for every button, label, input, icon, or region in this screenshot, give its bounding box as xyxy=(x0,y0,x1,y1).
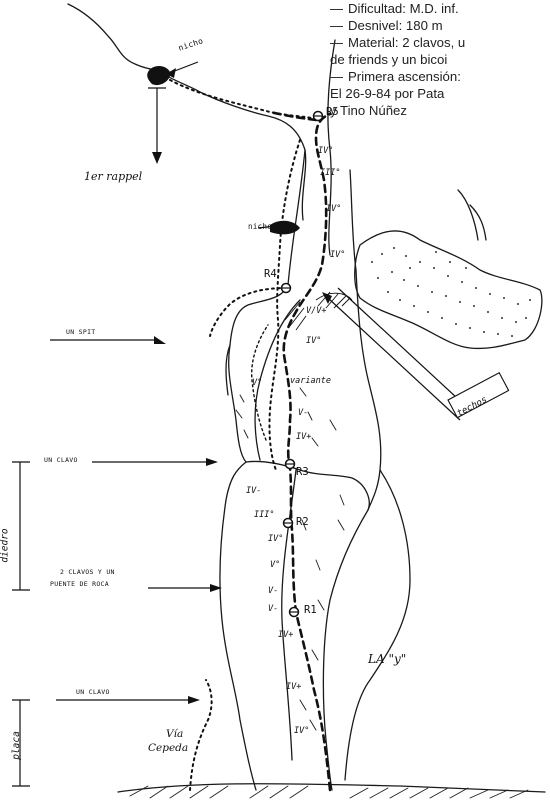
label-via-cepeda: Cepeda xyxy=(148,742,188,754)
techos-arrow-2 xyxy=(338,288,470,410)
route-info: Dificultad: M.D. inf. Desnivel: 180 m Ma… xyxy=(330,0,550,119)
label-dos-clavos-2: PUENTE DE ROCA xyxy=(50,580,109,588)
info-line-gear: Material: 2 clavos, u xyxy=(330,34,550,51)
grade-label: V° xyxy=(270,560,280,570)
pillar-right-outline-2 xyxy=(345,470,410,780)
grade-label: IV+ xyxy=(278,630,293,640)
info-line-elevation: Desnivel: 180 m xyxy=(330,17,550,34)
grade-label: V° xyxy=(252,378,262,388)
label-un-clavo-bottom: UN CLAVO xyxy=(76,688,110,696)
grade-label: IV° xyxy=(330,250,345,260)
grade-label: IV° xyxy=(294,726,309,736)
small-cone-2 xyxy=(470,205,486,240)
small-cone xyxy=(458,190,478,240)
label-via: Vía xyxy=(166,728,183,740)
label-diedro: diedro xyxy=(0,528,11,562)
label-un-clavo-top: UN CLAVO xyxy=(44,456,78,464)
lower-pillar-left xyxy=(220,462,256,790)
grade-label: V- xyxy=(268,586,278,596)
grade-label: V- xyxy=(298,408,308,418)
techos-arrow xyxy=(328,298,460,420)
grade-label: IV° xyxy=(306,336,321,346)
info-line-climbers: y Tino Núñez xyxy=(330,102,550,119)
nicho-top-hole xyxy=(147,66,170,85)
descent-bottom-left xyxy=(190,680,212,790)
grade-label: IV+ xyxy=(296,432,311,442)
grade-label: III° xyxy=(254,510,274,520)
techos-block xyxy=(355,231,542,349)
relay-r2-label: R2 xyxy=(296,516,309,528)
descent-top xyxy=(170,80,312,118)
nicho-top-arrow xyxy=(172,62,198,72)
info-line-date: El 26-9-84 por Pata xyxy=(330,85,550,102)
grade-label: IV° xyxy=(326,204,341,214)
grade-label: IV- xyxy=(246,486,261,496)
label-variante: variante xyxy=(290,376,331,386)
label-la-y: LA "y" xyxy=(368,652,406,666)
grade-label: V/V+ xyxy=(306,306,326,316)
grade-label: IV° xyxy=(318,146,333,156)
label-rappel: 1er rappel xyxy=(84,170,142,183)
descent-r4-left xyxy=(210,288,286,336)
grade-label: IV+ xyxy=(286,682,301,692)
relay-r3-label: R3 xyxy=(296,466,309,478)
relay-r1-label: R1 xyxy=(304,604,317,616)
label-dos-clavos-1: 2 CLAVOS Y UN xyxy=(60,568,115,576)
ridge-line xyxy=(68,4,306,220)
grade-label: IV° xyxy=(268,534,283,544)
info-line-difficulty: Dificultad: M.D. inf. xyxy=(330,0,550,17)
info-line-gear-cont: de friends y un bicoi xyxy=(330,51,550,68)
grade-label: V- xyxy=(268,604,278,614)
label-placa: placa xyxy=(11,731,22,760)
pillar-right-outline xyxy=(350,170,381,510)
label-nicho-mid: nicho xyxy=(248,222,272,231)
info-line-first-ascent: Primera ascensión: xyxy=(330,68,550,85)
techos-stipple xyxy=(371,247,531,337)
relay-r5-label: R5 xyxy=(326,106,339,118)
grade-label: III° xyxy=(320,168,340,178)
relay-r4-label: R4 xyxy=(264,268,277,280)
label-un-spit: UN SPIT xyxy=(66,328,96,336)
